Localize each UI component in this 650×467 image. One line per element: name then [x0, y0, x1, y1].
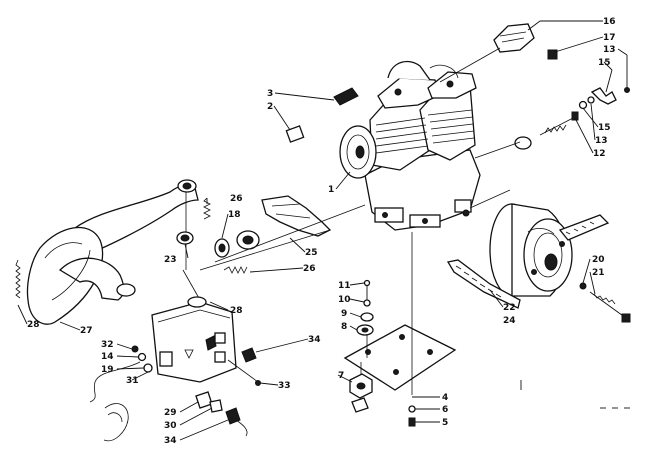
callout-12: 12	[593, 149, 606, 159]
callout-25: 25	[305, 248, 318, 258]
callout-17: 17	[603, 33, 616, 43]
callout-34: 34	[308, 335, 321, 345]
callout-18: 18	[228, 210, 241, 220]
callout-26: 26	[303, 264, 316, 274]
callout-8: 8	[341, 322, 347, 332]
callout-6: 6	[442, 405, 448, 415]
callout-19: 19	[101, 365, 114, 375]
callout-29: 29	[164, 408, 177, 418]
callout-1: 1	[328, 185, 334, 195]
callout-26: 26	[230, 194, 243, 204]
callout-27: 27	[80, 326, 93, 336]
callout-9: 9	[341, 309, 347, 319]
callout-34: 34	[164, 436, 177, 446]
callout-labels: 16 17 13 15 15 13 12 3 2 1 26 18 23 25 2…	[27, 17, 616, 446]
right-small-parts	[514, 87, 630, 150]
callout-13: 13	[595, 136, 608, 146]
callout-15: 15	[598, 58, 611, 68]
left-small-parts	[285, 87, 359, 143]
callout-28: 28	[230, 306, 243, 316]
callout-30: 30	[164, 421, 177, 431]
callout-22: 22	[503, 303, 516, 313]
callout-4: 4	[442, 393, 448, 403]
callout-24: 24	[503, 316, 516, 326]
callout-21: 21	[592, 268, 605, 278]
engine-mount-plate	[343, 232, 630, 427]
callout-11: 11	[338, 281, 351, 291]
leader-lines	[17, 20, 628, 441]
drive-clutch	[446, 141, 631, 323]
fuel-pump-bracket	[439, 23, 558, 83]
exhaust-manifold	[176, 195, 366, 274]
callout-13: 13	[603, 45, 616, 55]
callout-23: 23	[164, 255, 177, 265]
callout-32: 32	[101, 340, 114, 350]
callout-20: 20	[592, 255, 605, 265]
callout-31: 31	[126, 376, 139, 386]
callout-5: 5	[442, 418, 448, 428]
muffler-box	[151, 296, 261, 386]
callout-10: 10	[338, 295, 351, 305]
callout-33: 33	[278, 381, 291, 391]
callout-3: 3	[267, 89, 273, 99]
exhaust-pipe	[15, 179, 201, 325]
engine-assembly	[339, 60, 481, 231]
callout-28: 28	[27, 320, 40, 330]
callout-2: 2	[267, 102, 273, 112]
callout-7: 7	[338, 371, 344, 381]
callout-16: 16	[603, 17, 616, 27]
callout-15: 15	[598, 123, 611, 133]
callout-14: 14	[101, 352, 114, 362]
